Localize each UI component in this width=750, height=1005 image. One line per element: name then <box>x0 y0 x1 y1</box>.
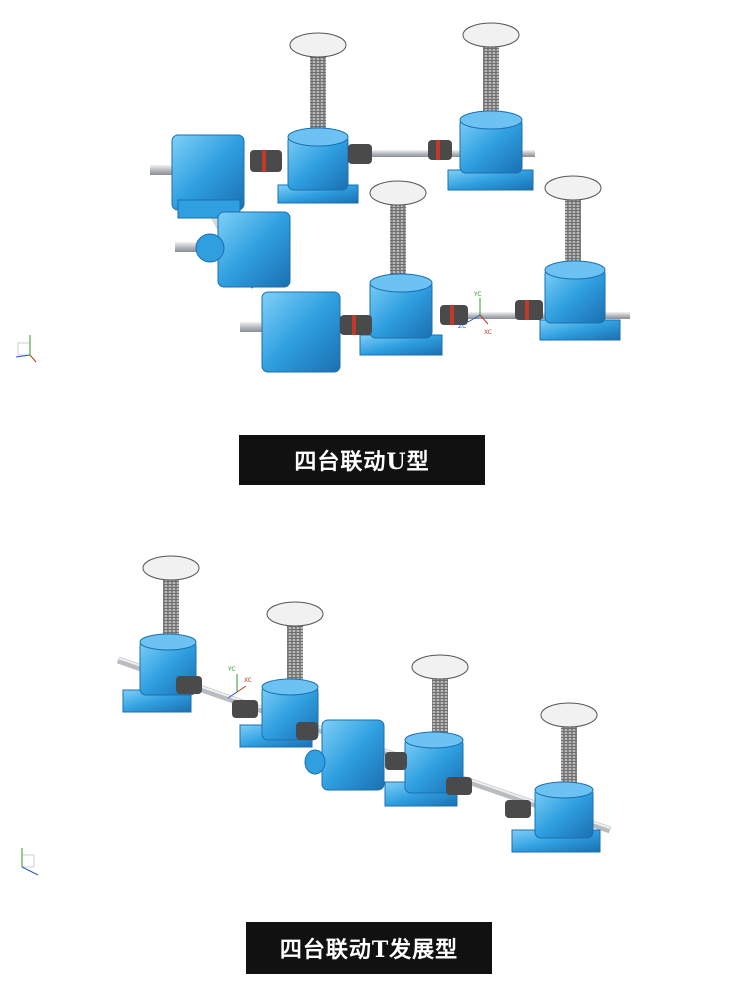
screw-jack <box>539 175 621 341</box>
gearbox <box>240 291 341 373</box>
axis-label-y: YC <box>473 291 482 298</box>
axis-label-x: XC <box>484 329 492 336</box>
gearbox <box>150 134 245 219</box>
axis-label-z: ZC <box>458 323 466 330</box>
axis-gizmo: YC XC ZC <box>458 291 492 336</box>
coupling <box>250 140 543 335</box>
screw-jack <box>277 32 359 204</box>
t-type-drawing: YC XC <box>21 555 612 876</box>
t-type-diagram: YC XC <box>0 530 750 930</box>
caption-u-type: 四台联动U型 <box>239 435 485 485</box>
axis-label-x: XC <box>244 677 252 684</box>
gearbox <box>304 719 385 791</box>
screw-jack <box>447 22 534 191</box>
u-type-drawing: YC XC ZC <box>15 22 630 373</box>
screw-jack <box>511 702 601 853</box>
screw-jack <box>384 654 469 807</box>
caption-t-type: 四台联动T发展型 <box>246 922 492 974</box>
u-type-diagram: YC XC ZC <box>0 0 750 430</box>
view-triad-icon <box>21 848 39 876</box>
axis-label-y: YC <box>227 666 236 673</box>
axis-gizmo: YC XC <box>227 666 252 699</box>
coupling <box>176 676 531 818</box>
view-triad-icon <box>15 335 37 363</box>
screw-jack <box>359 180 443 356</box>
gearbox <box>175 211 291 288</box>
